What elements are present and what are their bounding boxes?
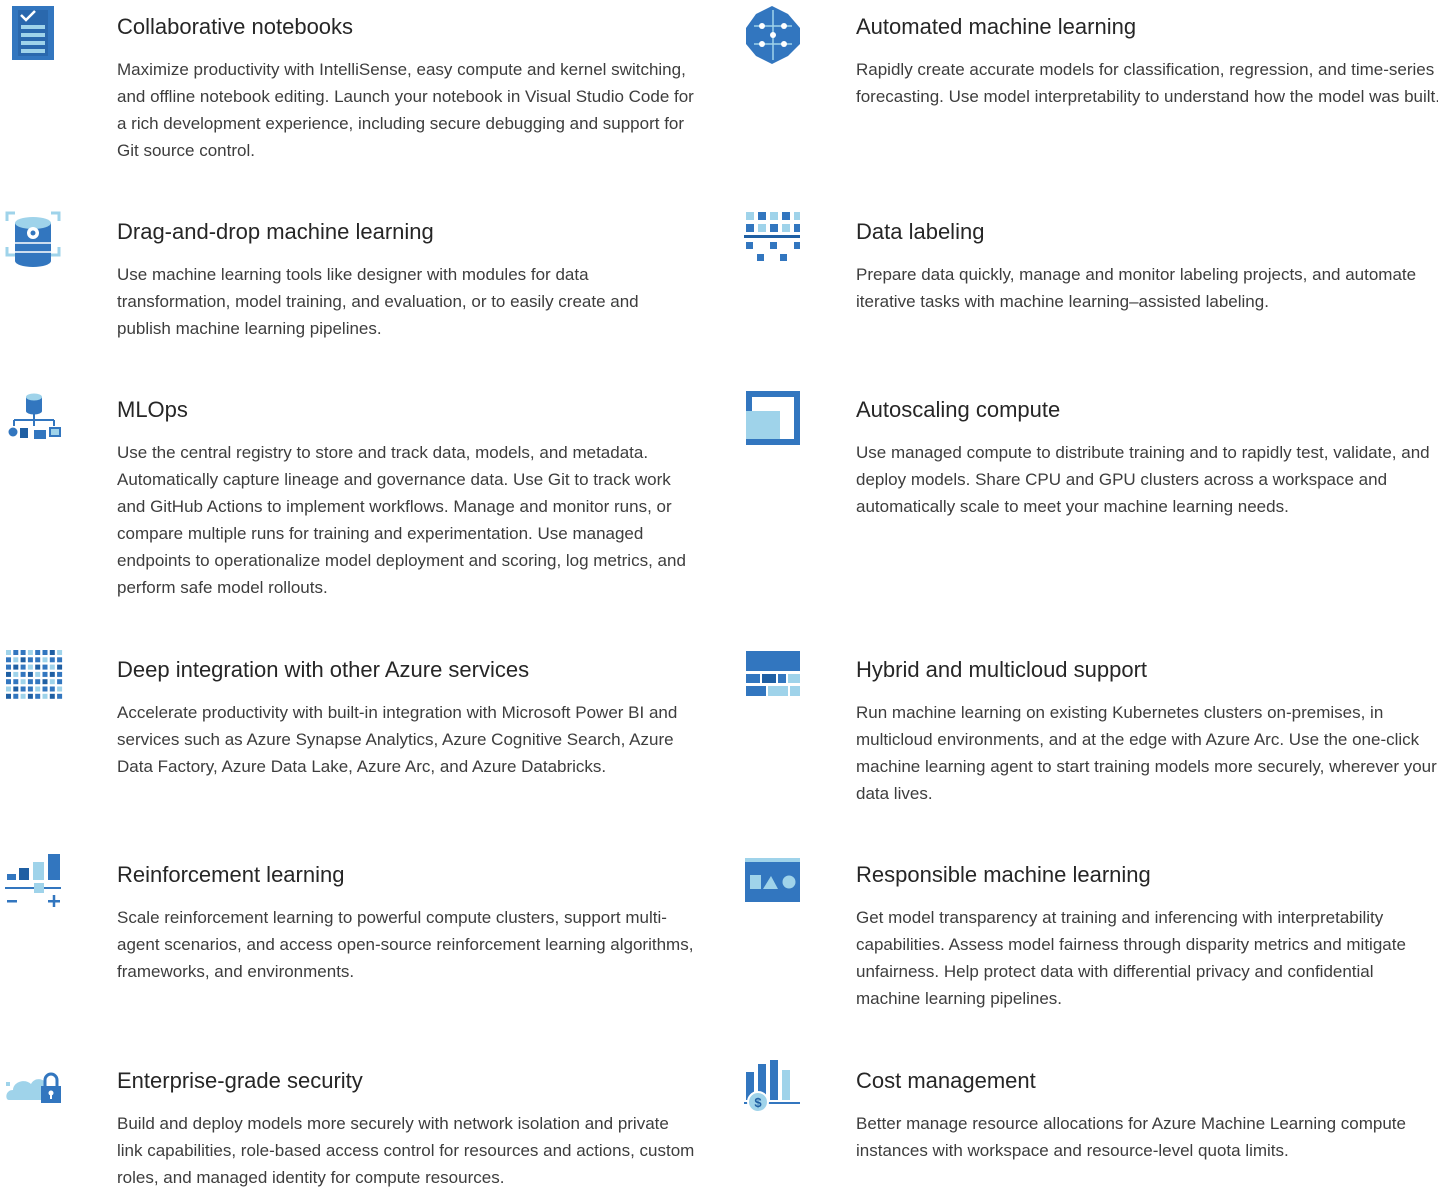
- database-gear-icon: [5, 211, 67, 273]
- feature-description: Accelerate productivity with built-in in…: [117, 703, 678, 776]
- feature-description: Rapidly create accurate models for class…: [856, 60, 1438, 106]
- feature-title: Drag-and-drop machine learning: [117, 219, 434, 244]
- cloud-lock-icon: [5, 1060, 67, 1122]
- shapes-panel-icon: [744, 854, 806, 916]
- feature-title: Cost management: [856, 1068, 1036, 1093]
- feature-description: Prepare data quickly, manage and monitor…: [856, 265, 1417, 311]
- bar-chart-dollar-icon: $: [744, 1060, 806, 1122]
- feature-title: Hybrid and multicloud support: [856, 657, 1148, 682]
- notebook-checklist-icon: [5, 6, 67, 68]
- feature-title: Responsible machine learning: [856, 862, 1151, 887]
- feature-description: Better manage resource allocations for A…: [856, 1114, 1406, 1160]
- brain-circuit-icon: [744, 6, 806, 68]
- feature-description: Run machine learning on existing Kuberne…: [856, 703, 1437, 803]
- feature-description: Get model transparency at training and i…: [856, 908, 1406, 1008]
- feature-description: Scale reinforcement learning to powerful…: [117, 908, 694, 981]
- feature-description: Build and deploy models more securely wi…: [117, 1114, 695, 1187]
- feature-description: Use machine learning tools like designer…: [117, 265, 639, 338]
- block-layout-icon: [744, 649, 806, 711]
- feature-title: MLOps: [117, 397, 188, 422]
- svg-text:$: $: [754, 1095, 762, 1110]
- database-hierarchy-icon: [5, 389, 67, 451]
- feature-title: Automated machine learning: [856, 14, 1137, 39]
- feature-description: Use the central registry to store and tr…: [117, 443, 686, 597]
- feature-title: Collaborative notebooks: [117, 14, 354, 39]
- dot-grid-icon: [5, 649, 67, 711]
- feature-description: Maximize productivity with IntelliSense,…: [117, 60, 694, 160]
- scaling-squares-icon: [744, 389, 806, 451]
- labeling-grid-icon: [744, 211, 806, 273]
- bar-slider-icon: [5, 854, 67, 916]
- feature-title: Deep integration with other Azure servic…: [117, 657, 530, 682]
- feature-description: Use managed compute to distribute traini…: [856, 443, 1430, 516]
- feature-title: Enterprise-grade security: [117, 1068, 363, 1093]
- feature-title: Autoscaling compute: [856, 397, 1061, 422]
- feature-title: Data labeling: [856, 219, 985, 244]
- feature-title: Reinforcement learning: [117, 862, 345, 887]
